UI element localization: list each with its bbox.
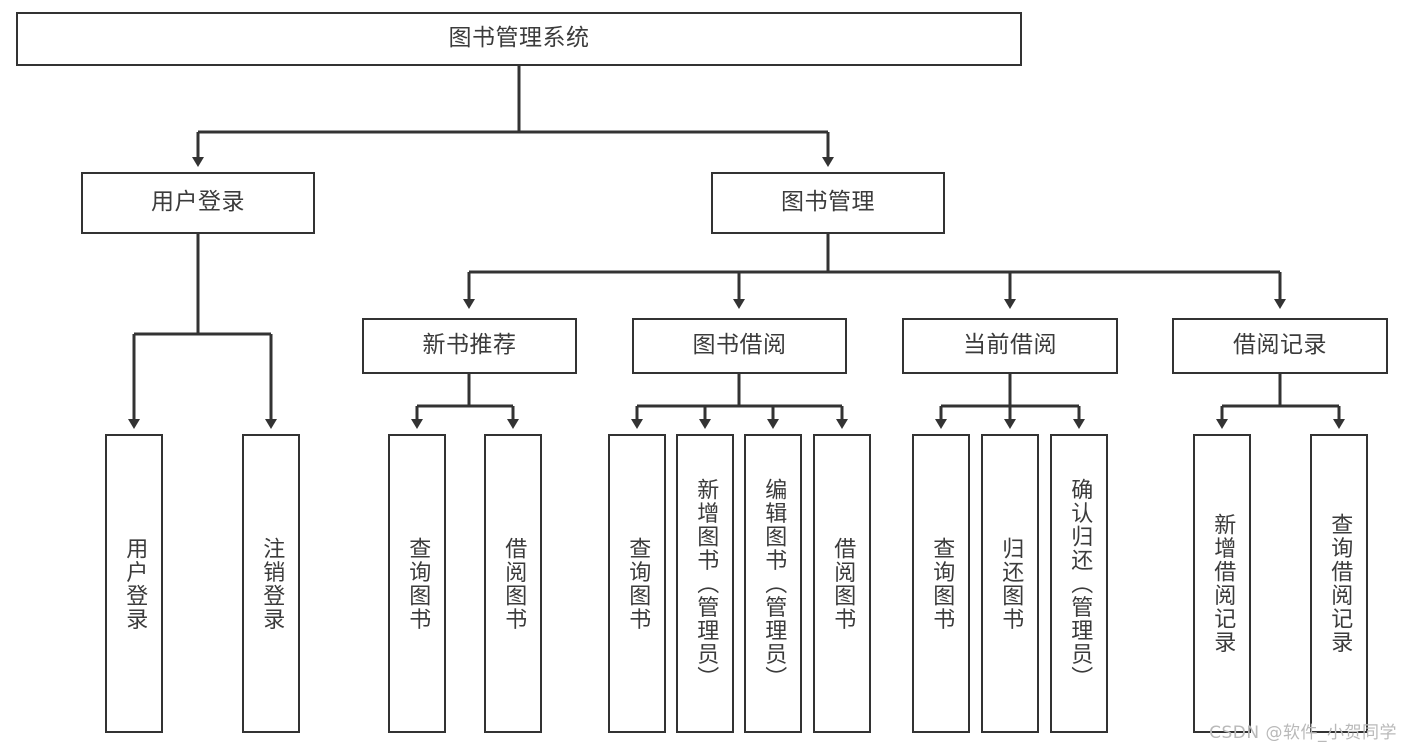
node-label: 注销登录 bbox=[259, 536, 285, 631]
node-label: 查询图书 bbox=[625, 536, 651, 631]
node-label: 图书借阅 bbox=[692, 332, 787, 359]
leaf-record-query-record[interactable]: 查询借阅记录 bbox=[1310, 434, 1368, 733]
csdn-watermark: CSDN @软件_小贺同学 bbox=[1209, 723, 1397, 743]
node-label: 新增借阅记录 bbox=[1210, 513, 1236, 654]
node-label: 归还图书 bbox=[998, 536, 1024, 631]
node-label: 新增图书（管理员） bbox=[693, 477, 719, 690]
leaf-recommend-borrow-book[interactable]: 借阅图书 bbox=[484, 434, 542, 733]
node-borrow-record[interactable]: 借阅记录 bbox=[1172, 318, 1388, 374]
node-label: 图书管理 bbox=[781, 189, 875, 216]
node-label: 用户登录 bbox=[151, 189, 245, 216]
node-label: 查询借阅记录 bbox=[1327, 513, 1353, 654]
node-root-system[interactable]: 图书管理系统 bbox=[16, 12, 1022, 66]
node-new-book-recommend[interactable]: 新书推荐 bbox=[362, 318, 577, 374]
leaf-recommend-query-book[interactable]: 查询图书 bbox=[388, 434, 446, 733]
node-current-borrow[interactable]: 当前借阅 bbox=[902, 318, 1118, 374]
node-label: 图书管理系统 bbox=[448, 25, 590, 52]
leaf-borrow-add-book-admin[interactable]: 新增图书（管理员） bbox=[676, 434, 734, 733]
node-user-login[interactable]: 用户登录 bbox=[81, 172, 315, 234]
node-label: 借阅图书 bbox=[501, 536, 527, 631]
node-label: 查询图书 bbox=[405, 536, 431, 631]
node-label: 借阅记录 bbox=[1233, 332, 1327, 359]
node-label: 新书推荐 bbox=[422, 332, 517, 359]
node-book-borrow[interactable]: 图书借阅 bbox=[632, 318, 847, 374]
leaf-borrow-query-book[interactable]: 查询图书 bbox=[608, 434, 666, 733]
leaf-record-add-record[interactable]: 新增借阅记录 bbox=[1193, 434, 1251, 733]
node-label: 查询图书 bbox=[929, 536, 955, 631]
node-label: 编辑图书（管理员） bbox=[761, 477, 787, 690]
node-book-management[interactable]: 图书管理 bbox=[711, 172, 945, 234]
leaf-user-login-signin[interactable]: 用户登录 bbox=[105, 434, 163, 733]
node-label: 确认归还（管理员） bbox=[1067, 477, 1093, 690]
node-label: 借阅图书 bbox=[830, 536, 856, 631]
node-label: 用户登录 bbox=[122, 536, 148, 631]
leaf-current-query-book[interactable]: 查询图书 bbox=[912, 434, 970, 733]
leaf-current-return-book[interactable]: 归还图书 bbox=[981, 434, 1039, 733]
leaf-borrow-borrow-book[interactable]: 借阅图书 bbox=[813, 434, 871, 733]
node-label: 当前借阅 bbox=[963, 332, 1057, 359]
leaf-user-login-signout[interactable]: 注销登录 bbox=[242, 434, 300, 733]
leaf-current-confirm-return-admin[interactable]: 确认归还（管理员） bbox=[1050, 434, 1108, 733]
leaf-borrow-edit-book-admin[interactable]: 编辑图书（管理员） bbox=[744, 434, 802, 733]
